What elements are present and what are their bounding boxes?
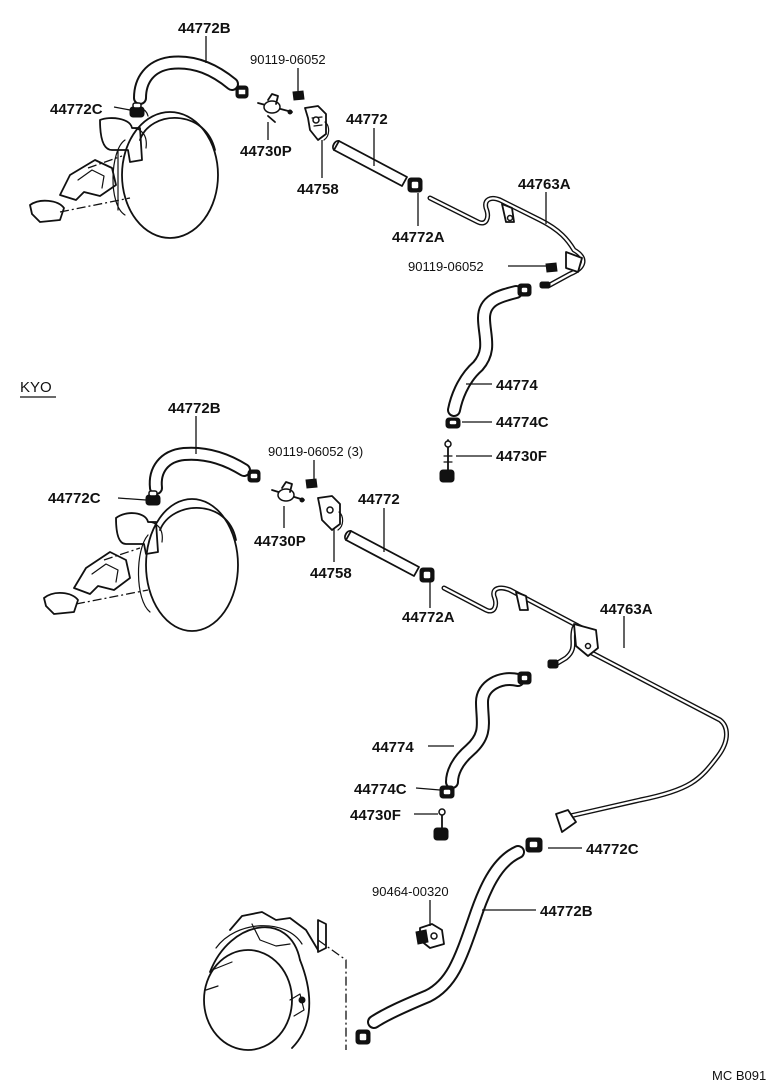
lower-hose-44772b-pump [367,845,525,1029]
lower-label-clamp-pump: 44772C [586,841,639,858]
upper-label-clamp-right: 44772A [392,229,445,246]
upper-clamp-44772c [129,102,145,118]
lower-union-90464-00320 [415,923,445,949]
upper-label-bracket: 44758 [297,181,339,198]
lower-assembly: 44772B 44772C 90119-06052 (3) 44730P 447… [43,400,729,1051]
lower-label-check-valve: 44730P [254,533,306,550]
lower-hose-pump-clamp [355,1029,371,1045]
upper-label-hose-lower: 44774 [496,377,538,394]
upper-brake-booster [29,107,219,239]
section-label-kyo: KYO [20,379,52,396]
lower-hose-44772b [148,446,251,495]
upper-assembly: 44772B 44772C 90119-06052 44730P 44758 4… [29,20,586,483]
lower-label-hose-straight: 44772 [358,491,400,508]
lower-hose-clamp [247,469,261,483]
upper-check-valve-44730p [257,93,293,123]
lower-label-bolt-pump: 90464-00320 [372,884,449,899]
lower-clamp-44772a [419,567,435,583]
upper-hose-44772b [133,55,239,105]
lower-bracket-44758 [317,495,344,531]
lower-check-valve-44730p [271,481,305,503]
lower-hose-44772 [344,530,420,577]
lower-hose-44774 [445,672,525,789]
lower-label-hose-pump: 44772B [540,903,593,920]
vacuum-pump [203,911,347,1051]
lower-label-bracket: 44758 [310,565,352,582]
lower-label-clamp-right: 44772A [402,609,455,626]
lower-label-clamp-left: 44772C [48,490,101,507]
lower-pipe-44763a [441,585,729,833]
lower-label-clamp-lower: 44774C [354,781,407,798]
lower-clamp-44772c-pump [525,837,543,853]
lower-valve-44730f [433,808,449,841]
upper-label-check-valve: 44730P [240,143,292,160]
lower-label-hose-lower: 44774 [372,739,414,756]
upper-hose-44774 [447,285,523,417]
lower-label-valve-lower: 44730F [350,807,401,824]
upper-bolt-90119-06052 [292,90,305,101]
upper-leaders [113,36,547,457]
lower-clamp-44774c [439,785,455,799]
upper-clamp-44772a [407,177,423,193]
lower-leaders [117,416,625,926]
upper-bracket-44758 [304,105,330,141]
upper-hose-44772 [332,140,408,187]
lower-label-pipe: 44763A [600,601,653,618]
lower-brake-booster [43,498,239,632]
upper-hose-44774-clamp-top [517,283,532,297]
lower-clamp-44772c [145,490,161,506]
upper-pipe-bolt [545,262,558,273]
lower-bolt-90119-06052 [305,478,318,489]
upper-label-clamp-lower: 44774C [496,414,549,431]
upper-clamp-44774c [445,417,461,429]
upper-label-hose-top: 44772B [178,20,231,37]
figure-code: MC B091 [712,1068,766,1083]
lower-label-hose-top: 44772B [168,400,221,417]
lower-label-bolt: 90119-06052 (3) [268,444,363,459]
upper-pipe-44763a [427,195,586,289]
upper-label-bolt: 90119-06052 [250,52,326,67]
upper-label-pipe: 44763A [518,176,571,193]
upper-label-clamp-left: 44772C [50,101,103,118]
upper-valve-44730f [439,439,455,483]
upper-label-hose-straight: 44772 [346,111,388,128]
upper-hose-clamp [235,85,249,99]
upper-label-valve-lower: 44730F [496,448,547,465]
upper-label-bolt-pipe: 90119-06052 [408,259,484,274]
lower-hose-44774-clamp-top [517,671,532,685]
